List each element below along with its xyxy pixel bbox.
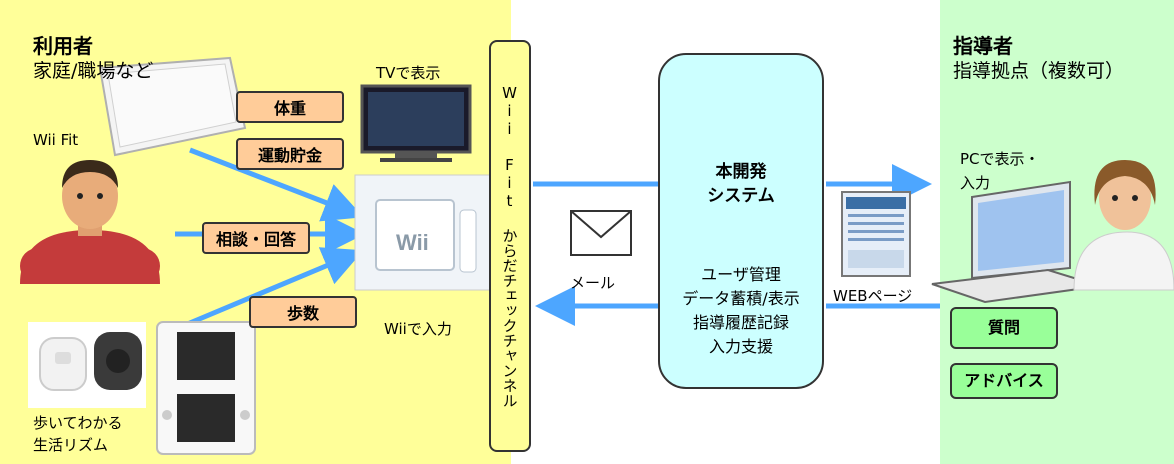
envelope-icon	[570, 210, 632, 256]
user-subtitle: 家庭/職場など	[33, 60, 154, 82]
wii-console-image: Wii	[354, 174, 491, 291]
pedometer-image	[28, 322, 146, 408]
consult-tag: 相談・回答	[202, 222, 310, 254]
nintendo-ds-image	[156, 321, 256, 455]
pc-label-line2: 入力	[960, 174, 991, 192]
question-tag: 質問	[950, 307, 1058, 349]
pedometer-label-line2: 生活リズム	[33, 436, 109, 454]
arrow-ds-to-wii	[184, 247, 364, 328]
wii-fit-label: Wii Fit	[33, 131, 79, 149]
arrow-wiifit-to-wii	[189, 147, 364, 222]
tv-image	[360, 84, 472, 162]
web-label: WEBページ	[833, 287, 913, 305]
system-functions: ユーザ管理 データ蓄積/表示 指導履歴記録 入力支援	[660, 263, 822, 359]
user-title: 利用者	[33, 34, 93, 58]
instructor-title: 指導者	[953, 34, 1013, 58]
system-function: 入力支援	[708, 337, 773, 356]
weight-tag: 体重	[236, 91, 344, 123]
advice-tag: アドバイス	[950, 363, 1058, 399]
cylinder-label-line1: 本開発	[715, 162, 767, 182]
system-function: ユーザ管理	[701, 265, 781, 284]
tv-label: TVで表示	[376, 64, 441, 82]
cylinder-label: 本開発 システム	[672, 160, 810, 208]
user-person-image	[20, 160, 160, 284]
laptop-image	[931, 180, 1101, 304]
wii-input-label: Wiiで入力	[384, 320, 452, 338]
mail-label: メール	[570, 274, 616, 292]
cylinder-label-line2: システム	[707, 186, 775, 206]
system-box	[658, 53, 824, 389]
savings-tag: 運動貯金	[236, 138, 344, 170]
system-function: 指導履歴記録	[692, 313, 789, 332]
instructor-person-image	[1073, 160, 1174, 291]
pedometer-label-line1: 歩いてわかる	[33, 414, 123, 432]
webpage-image	[841, 191, 911, 277]
channel-box: Wii Fit からだチェックチャンネル	[489, 40, 531, 452]
instructor-subtitle: 指導拠点（複数可）	[953, 60, 1125, 82]
pc-label-line1: PCで表示・	[960, 150, 1040, 168]
channel-label: Wii Fit からだチェックチャンネル	[500, 84, 519, 408]
steps-tag: 歩数	[249, 296, 357, 328]
wii-fit-board	[98, 56, 247, 157]
system-function: データ蓄積/表示	[682, 289, 800, 308]
svg-text:Wii: Wii	[396, 230, 429, 255]
